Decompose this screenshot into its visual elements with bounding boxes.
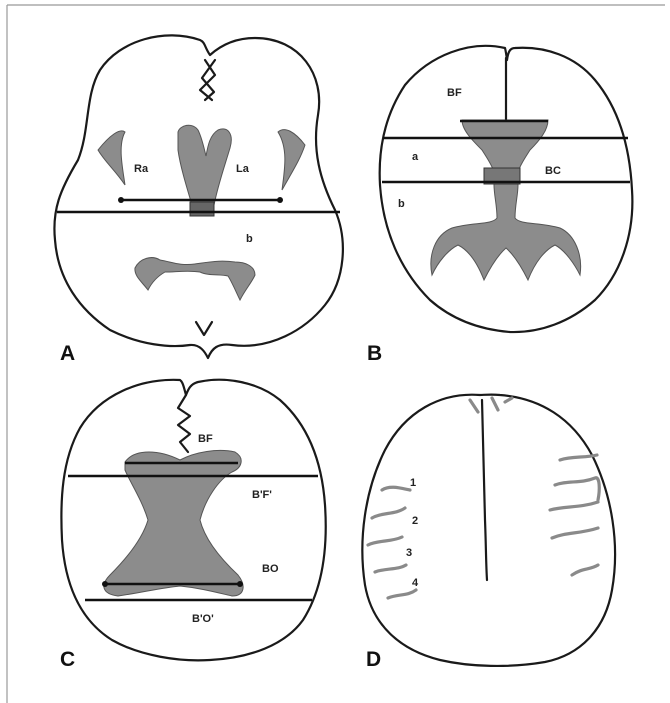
panel-a-label-b: b: [246, 233, 253, 245]
panel-a-plug: [190, 202, 214, 216]
panel-d-label-3: 3: [406, 547, 412, 559]
panel-d-label-1: 1: [410, 477, 416, 489]
panel-c-bo-right-point: [237, 581, 243, 587]
panel-a-label-ra: Ra: [134, 163, 149, 175]
panel-c-ventricles: [104, 450, 243, 596]
panel-d-skull-outline: [362, 395, 615, 666]
panel-d-left-sulcus-5: [388, 590, 416, 598]
panel-d-right-sulcus-4: [552, 528, 598, 538]
panel-d-left-sulcus-3: [368, 537, 402, 545]
panel-a-la-point: [277, 197, 283, 203]
panel-d-right-sulcus-1: [560, 455, 597, 460]
panel-d-left-sulcus-2: [372, 508, 405, 518]
panel-d-right-sulcus-2: [555, 478, 599, 500]
panel-a-frontal-fissure: [200, 60, 215, 100]
panel-b-letter: B: [367, 342, 382, 365]
panel-b-label-bc: BC: [545, 165, 561, 177]
panel-b-ventricles: [431, 120, 581, 280]
panel-a-ra-point: [118, 197, 124, 203]
panel-a-label-la: La: [236, 163, 250, 175]
panel-c-frontal-fissure: [178, 395, 190, 452]
panel-b-label-bf: BF: [447, 87, 462, 99]
panel-d-midline: [482, 400, 487, 580]
panel-a-lower-ventricle: [135, 258, 255, 300]
panel-a: Ra La b A: [54, 35, 342, 365]
panel-d-top-mark: [470, 398, 512, 412]
panel-b-label-b: b: [398, 198, 405, 210]
panel-a-left-temporal-shape: [98, 131, 125, 185]
panel-c-letter: C: [60, 648, 75, 671]
panel-d-letter: D: [366, 648, 381, 671]
panel-b: BF a BC b B: [367, 46, 632, 365]
panel-c-label-bf2: B'F': [252, 489, 272, 501]
panel-d-left-sulcus-1: [382, 487, 410, 490]
panel-c-label-bo2: B'O': [192, 613, 214, 625]
panel-c-bo-left-point: [102, 581, 108, 587]
panel-d-right-sulcus-3: [550, 502, 598, 510]
panel-b-label-a: a: [412, 151, 419, 163]
panel-c-label-bf: BF: [198, 433, 213, 445]
panel-c: BF B'F' BO B'O' C: [60, 380, 326, 671]
panel-d-right-sulcus-5: [572, 565, 598, 575]
panel-d-left-sulcus-4: [375, 565, 406, 572]
panel-d-label-4: 4: [412, 577, 419, 589]
panel-a-posterior-notch: [196, 322, 212, 335]
panel-a-letter: A: [60, 342, 75, 365]
panel-d: 1 2 3 4 D: [362, 395, 615, 671]
panel-a-right-temporal-shape: [278, 130, 305, 190]
panel-d-label-2: 2: [412, 515, 418, 527]
panel-c-label-bo: BO: [262, 563, 279, 575]
